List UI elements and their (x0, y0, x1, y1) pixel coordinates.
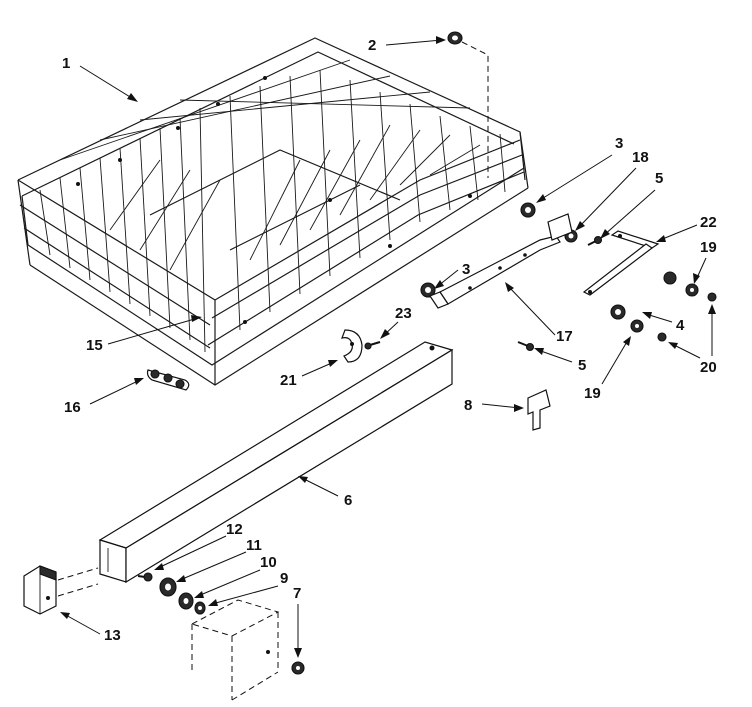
dish-rack-basket (17, 37, 529, 386)
callout-label: 21 (280, 372, 297, 389)
callout-label: 4 (676, 317, 685, 334)
callout-22: 22 (656, 214, 717, 242)
callout-5-lower: 5 (534, 348, 586, 374)
callout-21: 21 (280, 360, 338, 389)
screw-part-20-lower (657, 332, 667, 342)
callout-6: 6 (298, 476, 352, 509)
callout-label: 3 (462, 261, 470, 278)
callout-label: 13 (104, 627, 121, 644)
callout-7: 7 (293, 585, 302, 658)
callout-9: 9 (208, 570, 288, 606)
callout-1: 1 (62, 55, 138, 102)
stop-clip-part-8 (527, 389, 551, 431)
callout-2: 2 (368, 36, 446, 54)
nut-part-7 (291, 661, 305, 675)
callout-19-lower: 19 (584, 336, 631, 402)
screw-part-20-upper (707, 292, 717, 302)
roller-part-3-upper (520, 202, 536, 218)
callout-label: 9 (280, 570, 288, 587)
callout-label: 10 (260, 554, 277, 571)
callout-23: 23 (380, 305, 412, 339)
callout-label: 3 (615, 135, 623, 152)
roller-part-3-lower (420, 282, 436, 298)
callout-4: 4 (642, 312, 685, 334)
callout-3-lower: 3 (434, 261, 470, 289)
callout-18: 18 (575, 149, 649, 231)
wheel-housing-outline (190, 599, 280, 701)
washer-part-19-upper (663, 271, 699, 297)
callout-label: 15 (86, 337, 103, 354)
screw-part-5-upper (587, 235, 603, 246)
callout-13: 13 (60, 612, 121, 644)
callout-17: 17 (505, 282, 573, 345)
callout-label: 12 (226, 521, 243, 538)
washer-part-10 (178, 592, 194, 610)
washer-part-9 (194, 601, 206, 615)
end-cap-part-13 (23, 565, 99, 615)
rack-tines (39, 69, 506, 353)
callout-label: 1 (62, 55, 70, 72)
callout-19-upper: 19 (693, 239, 717, 284)
callout-16: 16 (64, 378, 144, 416)
screw-part-5-lower (517, 341, 535, 352)
callout-5-upper: 5 (600, 170, 663, 239)
callout-label: 23 (395, 305, 412, 322)
callout-label: 18 (632, 149, 649, 166)
rack-weld-points (76, 76, 472, 324)
callout-label: 19 (700, 239, 717, 256)
track-rail-part-6 (98, 341, 454, 584)
callout-label: 8 (464, 397, 472, 414)
clip-part-21 (341, 329, 363, 363)
end-cap-part-16 (146, 369, 190, 391)
callout-label: 2 (368, 37, 376, 54)
callout-label: 16 (64, 399, 81, 416)
washer-part-19-lower (630, 319, 644, 333)
callout-8: 8 (464, 397, 524, 414)
callout-label: 5 (655, 170, 663, 187)
callout-label: 11 (246, 537, 262, 554)
callout-12: 12 (154, 521, 243, 570)
callout-15: 15 (86, 315, 202, 354)
callout-label: 20 (700, 359, 717, 376)
callout-label: 22 (700, 214, 717, 231)
rack-angled-tines (109, 124, 481, 271)
bracket-part-22 (582, 230, 660, 296)
callout-3-upper: 3 (536, 135, 623, 203)
callout-label: 5 (578, 357, 586, 374)
callout-20: 20 (668, 304, 717, 376)
track-bracket-part-17 (429, 213, 573, 309)
wheel-part-11 (159, 577, 177, 597)
callout-10: 10 (194, 554, 277, 598)
callout-label: 7 (293, 585, 301, 602)
grommet-part-2 (447, 31, 489, 178)
callout-label: 19 (584, 385, 601, 402)
axle-part-12 (137, 572, 153, 582)
callout-11: 11 (176, 537, 262, 582)
callout-label: 17 (556, 328, 573, 345)
screw-part-23 (364, 341, 381, 350)
callout-label: 6 (344, 492, 352, 509)
roller-part-4 (610, 304, 626, 320)
